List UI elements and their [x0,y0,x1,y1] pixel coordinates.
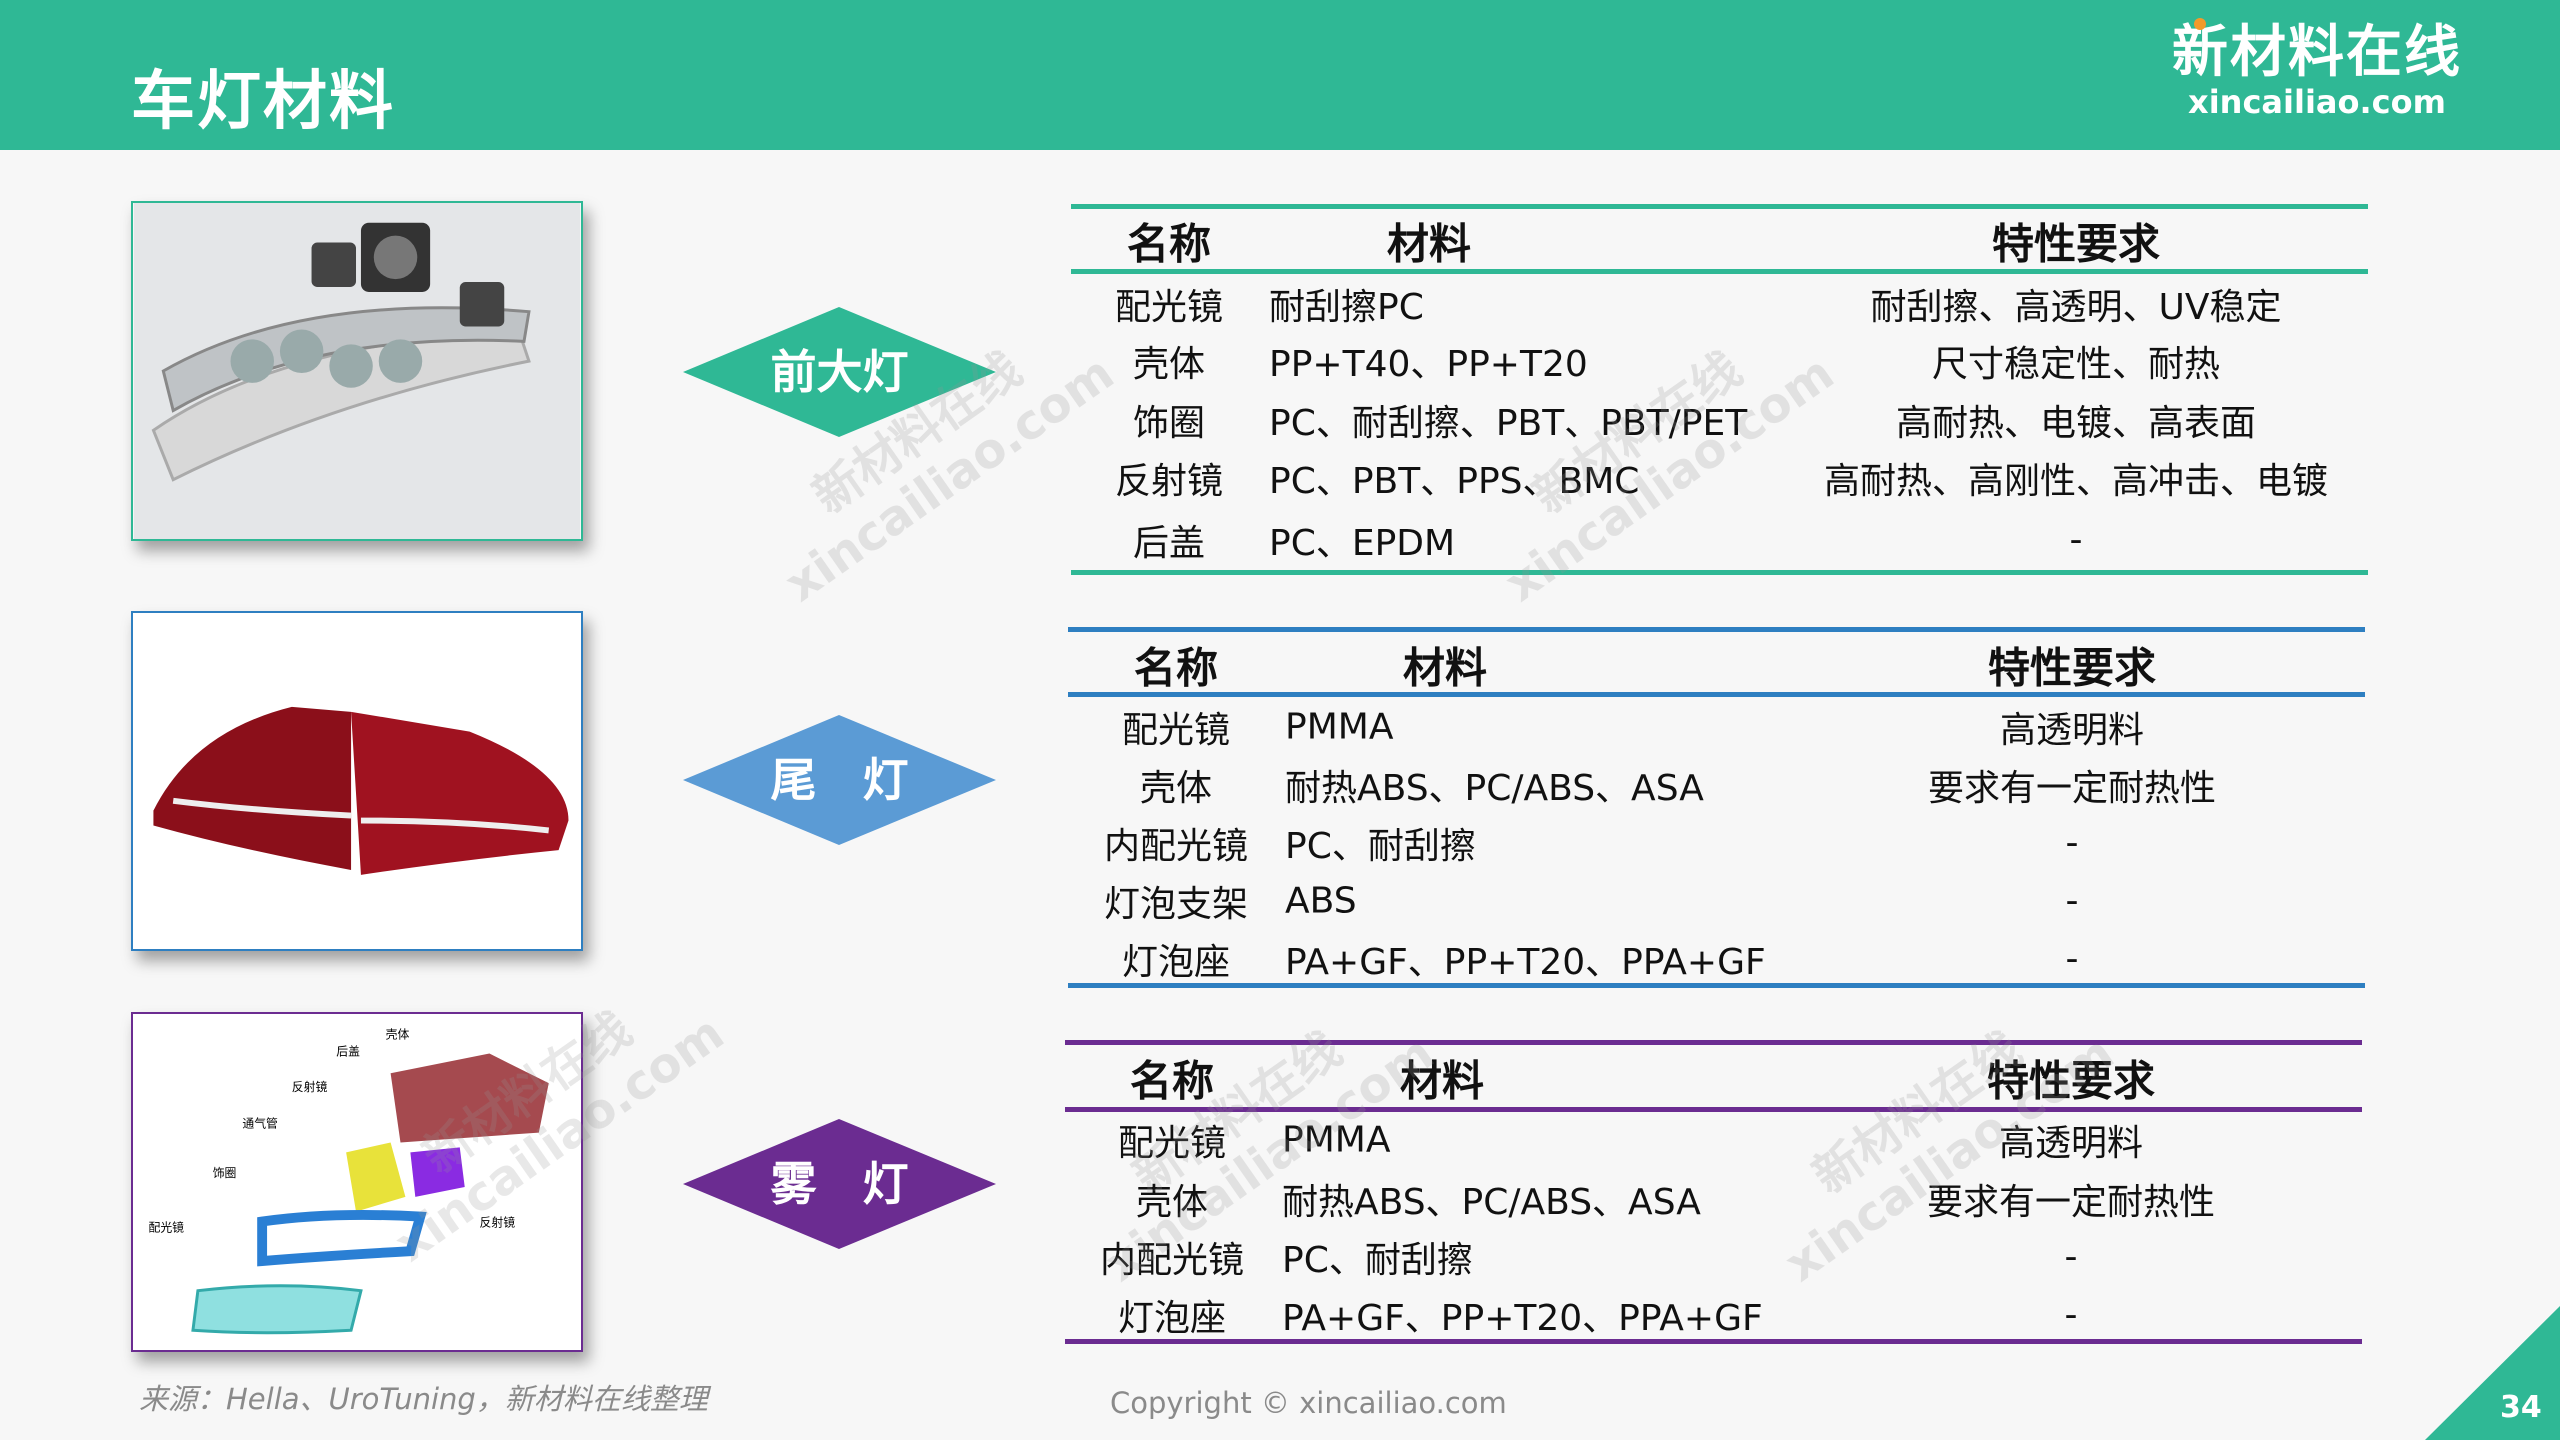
page-title: 车灯材料 [131,65,395,139]
source-note: 来源：Hella、UroTuning，新材料在线整理 [139,1382,708,1416]
diamond-shape-icon [683,715,996,845]
table-rule [1068,627,2365,632]
fog-label: 反射镜 [292,1080,328,1094]
cell-name: 灯泡支架 [1103,884,1249,925]
cell-property: - [2065,880,2079,922]
fog-label: 配光镜 [148,1220,184,1234]
table-rule [1071,269,2368,274]
cell-property: 要求有一定耐热性 [1926,1182,2216,1223]
section-label: 雾 灯 [770,1157,909,1211]
cell-property: - [2065,822,2079,864]
cell-material: 耐热ABS、PC/ABS、ASA [1282,1182,1701,1223]
fog-label: 通气管 [242,1117,278,1131]
fog-label: 后盖 [336,1045,360,1059]
cell-property: 高耐热、电镀、高表面 [1895,403,2257,444]
diamond-shape-icon [683,307,996,437]
cell-property: - [2064,1236,2078,1278]
fog-label: 壳体 [386,1028,410,1042]
cell-material: PC、耐刮擦、PBT、PBT/PET [1269,403,1748,444]
table-rule [1065,1040,2362,1045]
table-rule [1068,692,2365,697]
taillamp-label: 尾 灯 [683,715,996,845]
cell-name: 内配光镜 [1099,1240,1245,1281]
foglamp-label: 雾 灯 [683,1119,996,1249]
cell-material: 耐刮擦PC [1269,287,1424,328]
column-header: 材料 [1402,643,1488,693]
table-rule [1065,1107,2362,1112]
foglamp-image: 壳体 后盖 反射镜 通气管 饰圈 反射镜 配光镜 [131,1012,583,1352]
page-number: 34 [2500,1390,2542,1425]
headlamp-image [131,201,583,541]
table-rule [1065,1339,2362,1344]
cell-name: 壳体 [1135,1182,1209,1223]
column-header: 特性要求 [1991,219,2161,269]
logo-cn: 新材料在线 [2172,20,2462,85]
fog-label: 反射镜 [480,1215,516,1229]
column-header: 特性要求 [1987,643,2157,693]
cell-material: ABS [1285,880,1357,922]
cell-material: PMMA [1285,706,1394,748]
cell-property: 高透明料 [1999,710,2145,751]
headlamp-label: 前大灯 [683,307,996,437]
cell-material: PC、耐刮擦 [1282,1240,1473,1281]
taillamp-image [131,611,583,951]
cell-property: 高透明料 [1998,1123,2144,1164]
fog-label: 饰圈 [213,1166,237,1180]
cell-property: 耐刮擦、高透明、UV稳定 [1870,287,2282,328]
cell-property: - [2064,1294,2078,1336]
section-label: 前大灯 [770,345,909,399]
column-header: 特性要求 [1986,1056,2156,1106]
cell-property: - [2069,519,2083,561]
diamond-shape-icon [683,1119,996,1249]
copyright: Copyright © xincailiao.com [1110,1386,1507,1420]
section-label: 尾 灯 [770,753,909,807]
table-rule [1071,204,2368,209]
cell-property: 高耐热、高刚性、高冲击、电镀 [1823,461,2329,502]
logo-dot-icon [2194,18,2206,30]
cell-material: PA+GF、PP+T20、PPA+GF [1285,942,1766,983]
cell-property: - [2065,938,2079,980]
brand-logo: 新材料在线 xincailiao.com [2172,18,2462,137]
cell-name: 内配光镜 [1103,826,1249,867]
cell-property: 要求有一定耐热性 [1927,768,2217,809]
cell-material: PP+T40、PP+T20 [1269,344,1588,385]
column-header: 名称 [1126,219,1212,269]
cell-name: 配光镜 [1114,287,1224,328]
cell-name: 配光镜 [1117,1123,1227,1164]
table-rule [1068,983,2365,988]
cell-material: PC、PBT、PPS、BMC [1269,461,1640,502]
cell-name: 壳体 [1132,344,1206,385]
column-header: 名称 [1133,643,1219,693]
logo-en: xincailiao.com [2188,83,2446,121]
cell-name: 饰圈 [1132,403,1206,444]
cell-material: 耐热ABS、PC/ABS、ASA [1285,768,1704,809]
cell-name: 灯泡座 [1121,942,1231,983]
header-bar: 车灯材料 新材料在线 xincailiao.com [0,0,2560,150]
cell-name: 配光镜 [1121,710,1231,751]
cell-name: 反射镜 [1114,461,1224,502]
cell-material: PA+GF、PP+T20、PPA+GF [1282,1298,1763,1339]
column-header: 名称 [1129,1056,1215,1106]
cell-property: 尺寸稳定性、耐热 [1931,344,2221,385]
table-rule [1071,570,2368,575]
cell-material: PC、耐刮擦 [1285,826,1476,867]
cell-material: PC、EPDM [1269,523,1456,564]
cell-name: 壳体 [1139,768,1213,809]
cell-name: 后盖 [1132,523,1206,564]
column-header: 材料 [1386,219,1472,269]
corner-triangle-icon [2425,1306,2560,1440]
cell-name: 灯泡座 [1117,1298,1227,1339]
cell-material: PMMA [1282,1119,1391,1161]
column-header: 材料 [1399,1056,1485,1106]
